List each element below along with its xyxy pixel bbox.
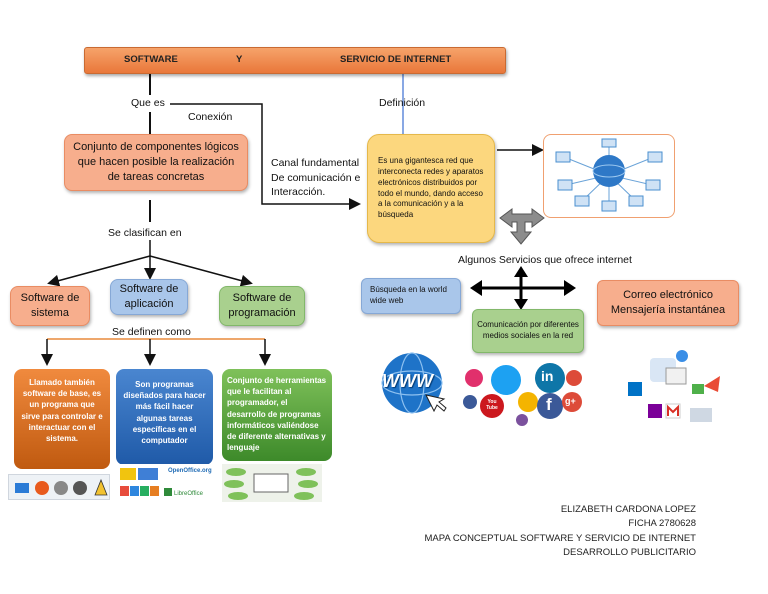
footer-ficha: FICHA 2780628 <box>628 518 696 530</box>
app-logos-strip: OpenOffice.org LibreOffice <box>116 464 216 502</box>
four-way-arrow <box>470 266 576 310</box>
programming-tools-strip <box>222 464 322 502</box>
category-aplicacion-box: Software de aplicación <box>110 279 188 315</box>
category-programacion-label: Software de programación <box>228 292 296 319</box>
service-mail-box: Correo electrónico Mensajería instantáne… <box>597 280 739 326</box>
category-programacion-box: Software de programación <box>219 286 305 326</box>
title-y: Y <box>236 54 243 65</box>
mail-icons-cluster <box>620 346 724 430</box>
label-conexion: Conexión <box>188 111 233 123</box>
www-text: WWW <box>382 371 433 391</box>
footer-author: ELIZABETH CARDONA LOPEZ <box>560 504 696 515</box>
network-globe-icon <box>555 138 663 212</box>
label-que-es: Que es <box>131 97 165 109</box>
service-mail-text: Correo electrónico Mensajería instantáne… <box>610 289 726 316</box>
network-image-box <box>543 134 675 218</box>
def-sistema-card: Llamado también software de base, es un … <box>14 369 110 469</box>
www-globe-icon <box>381 352 447 414</box>
googleplus-icon: g+ <box>565 396 576 406</box>
mail-apps-icon <box>628 350 720 422</box>
category-sistema-box: Software de sistema <box>10 286 90 326</box>
internet-definition-text: Es una gigantesca red que interconecta r… <box>378 156 484 220</box>
def-aplicacion-card: Son programas diseñados para hacer más f… <box>116 369 213 465</box>
label-definicion: Definición <box>379 97 426 109</box>
facebook-icon: f <box>546 395 552 414</box>
youtube-icon: You Tube <box>486 399 498 411</box>
service-social-box: Comunicación por diferentes medios socia… <box>472 309 584 353</box>
social-icons-cluster: in f g+ You Tube <box>462 362 590 428</box>
category-aplicacion-label: Software de aplicación <box>119 283 179 310</box>
label-se-definen: Se definen como <box>112 326 191 338</box>
label-servicios: Algunos Servicios que ofrece internet <box>458 254 632 266</box>
footer-map-title: MAPA CONCEPTUAL SOFTWARE Y SERVICIO DE I… <box>424 532 696 544</box>
service-search-box: Búsqueda en la world wide web <box>361 278 461 314</box>
app-icons <box>120 468 172 496</box>
arrow-sistema <box>47 255 151 287</box>
programming-icons <box>224 468 318 500</box>
def-programacion-card: Conjunto de herramientas que le facilita… <box>222 369 332 461</box>
os-icons <box>15 478 108 496</box>
software-definition-box: Conjunto de componentes lógicos que hace… <box>64 134 248 191</box>
service-search-text: Búsqueda en la world wide web <box>370 285 447 305</box>
software-definition-text: Conjunto de componentes lógicos que hace… <box>73 141 239 183</box>
logo-openoffice: OpenOffice.org <box>168 468 212 474</box>
logo-libreoffice: LibreOffice <box>174 491 203 497</box>
grey-split-arrow <box>499 208 545 245</box>
arrow-programacion <box>149 255 253 287</box>
footer-credits: ELIZABETH CARDONA LOPEZ FICHA 2780628 MA… <box>424 503 696 560</box>
title-software: SOFTWARE <box>124 54 178 65</box>
internet-definition-box: Es una gigantesca red que interconecta r… <box>367 134 495 243</box>
def-sistema-text: Llamado también software de base, es un … <box>21 378 103 443</box>
line-conexion <box>170 103 361 210</box>
label-canal: Canal fundamental De comunicación e Inte… <box>271 157 361 199</box>
service-social-text: Comunicación por diferentes medios socia… <box>477 320 579 340</box>
def-aplicacion-text: Son programas diseñados para hacer más f… <box>123 380 206 445</box>
title-internet: SERVICIO DE INTERNET <box>340 54 452 65</box>
label-se-clasifican: Se clasifican en <box>108 227 182 239</box>
linkedin-icon: in <box>541 368 554 384</box>
www-globe-image: WWW <box>376 349 450 421</box>
def-programacion-text: Conjunto de herramientas que le facilita… <box>227 376 327 453</box>
social-circles <box>463 363 582 426</box>
title-bar <box>84 47 506 74</box>
category-sistema-label: Software de sistema <box>20 292 80 319</box>
os-icons-strip <box>8 474 110 500</box>
footer-program: DESARROLLO PUBLICITARIO <box>563 546 696 558</box>
